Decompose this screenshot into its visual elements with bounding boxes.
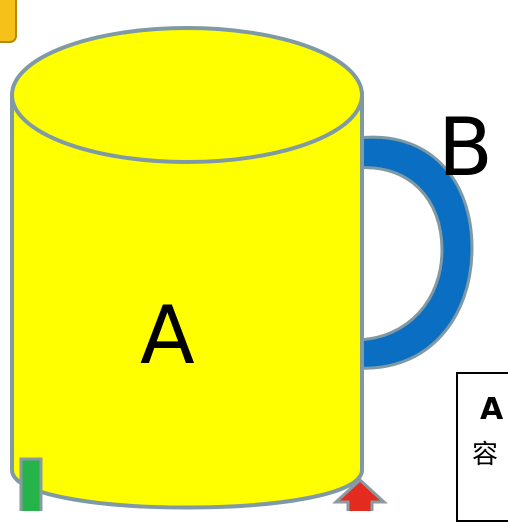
note-box: A 容 xyxy=(456,372,508,522)
note-title: A xyxy=(480,392,503,427)
cup-label: A xyxy=(140,296,195,376)
mug-body xyxy=(12,28,362,508)
corner-box xyxy=(0,0,16,42)
mug-diagram xyxy=(0,0,508,511)
down-arrow-icon xyxy=(21,459,41,511)
mug-rim xyxy=(12,28,362,162)
note-text: 容 xyxy=(472,434,498,471)
handle-label: B xyxy=(438,108,493,188)
